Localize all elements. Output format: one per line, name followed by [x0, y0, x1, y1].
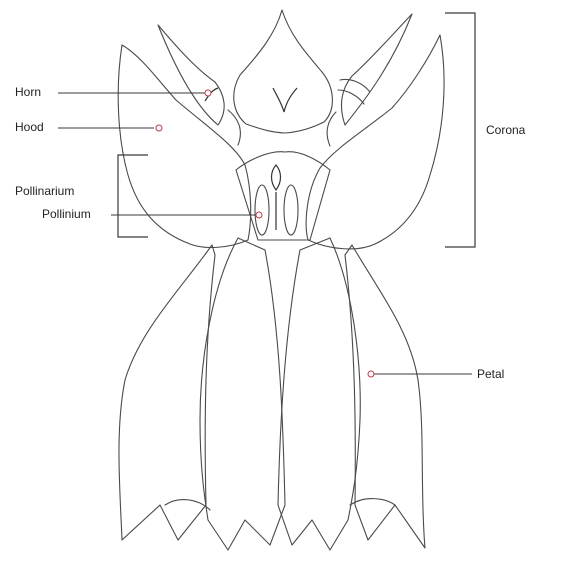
pollinarium-label: Pollinarium — [15, 184, 74, 198]
crown-lobe — [234, 10, 333, 133]
petal-marker — [368, 371, 374, 377]
hoods — [118, 35, 444, 249]
translator-arm — [272, 165, 281, 230]
petals — [119, 238, 425, 550]
hood-left — [118, 45, 251, 247]
hood-right — [306, 35, 444, 249]
pollinium-label: Pollinium — [42, 207, 91, 221]
petal-back-right — [350, 499, 395, 505]
pollinium-marker — [256, 212, 262, 218]
horn-label: Horn — [15, 85, 41, 99]
hood-marker — [156, 125, 162, 131]
horn-marker — [205, 90, 211, 96]
petal-right — [345, 245, 425, 548]
horns — [158, 14, 412, 146]
pollinium-left — [255, 185, 269, 235]
corona-label: Corona — [486, 123, 525, 137]
hood-label: Hood — [15, 120, 44, 134]
pollinium-right — [284, 185, 298, 235]
crown-mark — [273, 88, 297, 112]
horn-right — [341, 14, 412, 125]
horn-left — [158, 25, 224, 125]
petal-center-left — [200, 238, 285, 550]
corona-bracket — [445, 13, 475, 247]
pollinarium-bracket — [118, 155, 148, 237]
pollinarium-detail — [255, 165, 298, 235]
petal-label: Petal — [477, 367, 504, 381]
